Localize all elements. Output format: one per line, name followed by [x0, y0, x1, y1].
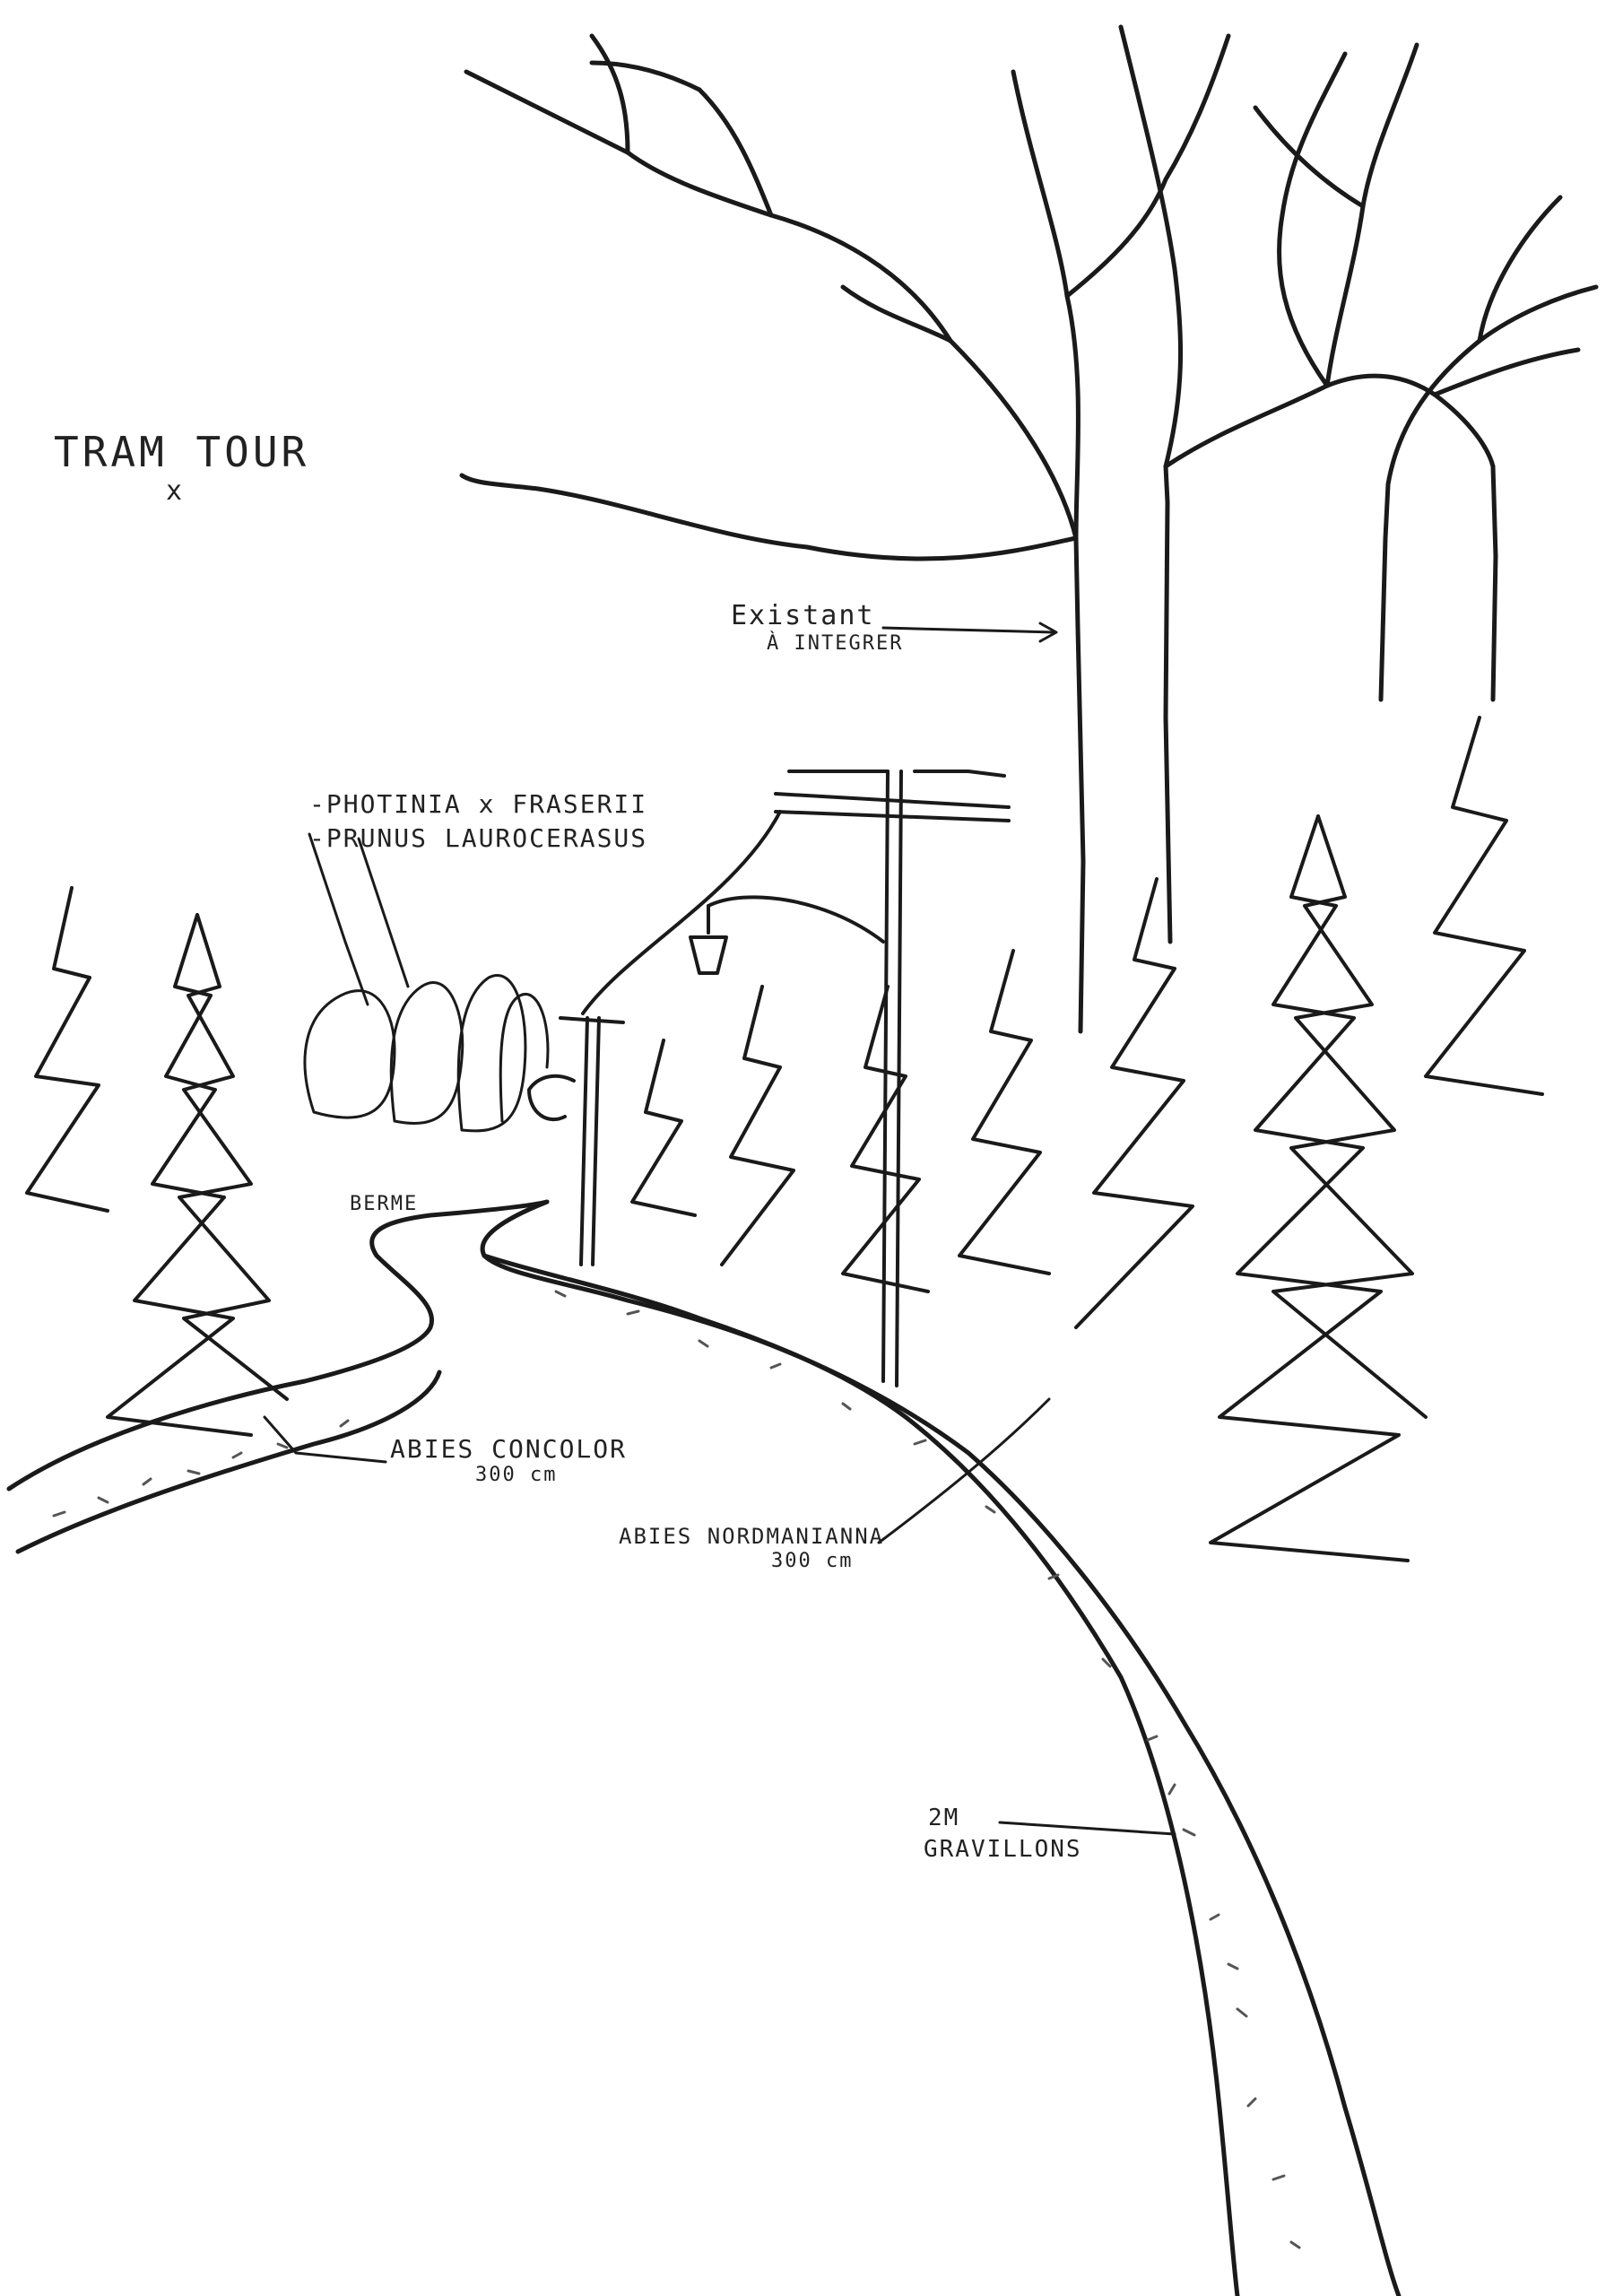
abies-concolor-name: ABIES CONCOLOR — [390, 1434, 628, 1464]
verge-label: BERME — [350, 1193, 419, 1215]
gravel-strip — [52, 1290, 1301, 2249]
title-text: TRAM TOUR — [54, 428, 310, 476]
existing-tree-line-1: Existant — [731, 600, 875, 631]
sketch-title: TRAM TOUR x — [54, 429, 309, 507]
hedge-species-1: -PHOTINIA x FRASERII — [309, 789, 648, 819]
existing-tree-label: Existant À INTEGRER — [731, 600, 904, 655]
abies-concolor-label: ABIES CONCOLOR 300 cm — [390, 1434, 628, 1487]
gravel-material: GRAVILLONS — [924, 1836, 1082, 1864]
abies-nordmanniana-height: 300 cm — [771, 1549, 854, 1572]
title-mark: x — [166, 474, 187, 507]
gravel-width: 2M — [928, 1805, 960, 1831]
abies-nordmanniana-name: ABIES NORDMANIANNA — [619, 1524, 885, 1549]
leader-lines — [263, 622, 1176, 1836]
hedge-species-label: -PHOTINIA x FRASERII -PRUNUS LAUROCERASU… — [309, 787, 647, 856]
existing-tree-line-2: À INTEGRER — [767, 631, 904, 655]
conifer-right-group — [630, 716, 1544, 1562]
gravel-label: 2M GRAVILLONS — [924, 1803, 1082, 1866]
abies-nordmanniana-label: ABIES NORDMANIANNA 300 cm — [619, 1524, 885, 1572]
hedge-shrubs — [303, 974, 550, 1133]
utility-poles — [527, 770, 1011, 1387]
conifer-left — [25, 886, 289, 1437]
abies-concolor-height: 300 cm — [475, 1464, 558, 1487]
road — [6, 1199, 1402, 2296]
existing-tree — [459, 24, 1599, 1034]
hedge-species-2: -PRUNUS LAUROCERASUS — [309, 822, 648, 853]
